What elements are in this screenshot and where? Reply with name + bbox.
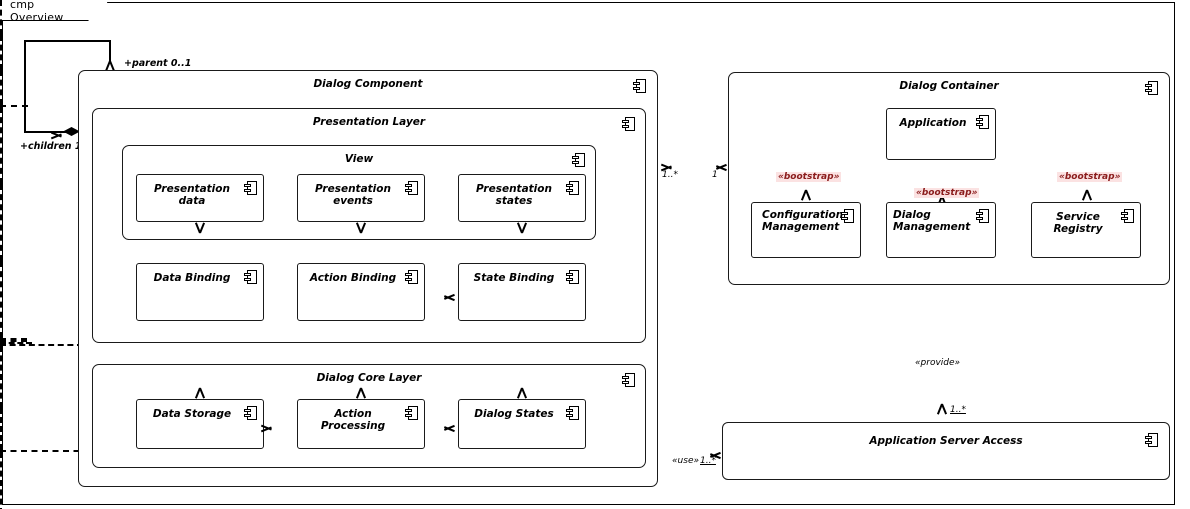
stereotype-bootstrap-config: «bootstrap»	[776, 172, 842, 182]
parent-label: +parent 0..1	[124, 58, 192, 69]
component-icon	[976, 115, 989, 129]
children-label: +children 1..*	[20, 141, 94, 152]
package-application-server-access-title: Application Server Access	[869, 435, 1023, 447]
package-application-server-access[interactable]: Application Server Access	[722, 422, 1170, 480]
component-action-binding-title: Action Binding	[309, 272, 397, 284]
component-state-binding[interactable]: State Binding	[458, 263, 586, 321]
dep-bootstrap-registry-v	[0, 452, 2, 509]
use-multiplicity: 1..*	[700, 456, 716, 466]
component-presentation-states[interactable]: Presentation states	[458, 174, 586, 222]
dep-dialog-component-to-dialog-container	[0, 342, 32, 344]
component-application-title: Application	[899, 117, 967, 129]
component-icon	[244, 270, 257, 284]
component-icon	[566, 270, 579, 284]
dep-action-processing-to-data-storage	[0, 338, 27, 340]
dep-state-binding-to-dialog-states	[0, 261, 2, 338]
dep-data-binding-to-data-storage	[0, 107, 2, 184]
dep-action-binding-to-state-binding	[0, 105, 28, 107]
dep-bootstrap-config-v	[0, 346, 2, 408]
component-icon	[244, 181, 257, 195]
component-icon	[244, 406, 257, 420]
component-action-binding[interactable]: Action Binding	[297, 263, 425, 321]
center-left-multiplicity: 1..*	[662, 170, 678, 180]
component-icon	[1121, 209, 1134, 223]
component-data-storage[interactable]: Data Storage	[136, 399, 264, 449]
frame-label: cmp Overview	[2, 2, 108, 21]
diagram-frame	[2, 2, 1175, 505]
dep-data-binding-to-presentation-data	[0, 0, 2, 35]
composition-diamond	[63, 127, 80, 136]
component-dialog-management[interactable]: Dialog Management	[886, 202, 996, 258]
selfassoc-down-segment	[109, 40, 111, 62]
component-icon	[566, 406, 579, 420]
component-data-binding[interactable]: Data Binding	[136, 263, 264, 321]
dep-bootstrap-dialogmgmt-v	[0, 408, 2, 450]
component-dialog-management-title: Dialog Management	[893, 209, 971, 233]
component-icon	[841, 209, 854, 223]
component-icon	[633, 79, 646, 93]
stereotype-use: «use»	[672, 456, 700, 466]
component-action-processing[interactable]: Action Processing	[297, 399, 425, 449]
component-application[interactable]: Application	[886, 108, 996, 160]
package-presentation-layer-title: Presentation Layer	[312, 116, 426, 128]
component-data-binding-title: Data Binding	[153, 272, 231, 284]
component-icon	[405, 406, 418, 420]
component-action-processing-title: Action Processing	[320, 408, 386, 432]
component-icon	[566, 181, 579, 195]
component-icon	[1145, 433, 1158, 447]
selfassoc-top-segment	[24, 40, 111, 42]
component-dialog-states[interactable]: Dialog States	[458, 399, 586, 449]
component-icon	[976, 209, 989, 223]
component-presentation-data[interactable]: Presentation data	[136, 174, 264, 222]
dep-bootstrap-config-h	[0, 344, 83, 346]
frame-label-text: cmp Overview	[10, 0, 64, 24]
component-state-binding-title: State Binding	[473, 272, 555, 284]
package-dialog-component-title: Dialog Component	[313, 78, 423, 90]
component-icon	[405, 181, 418, 195]
configuration-management-line2: Management	[762, 221, 840, 233]
package-view-title: View	[344, 153, 374, 165]
component-presentation-data-title: Presentation data	[154, 183, 230, 207]
component-icon	[622, 117, 635, 131]
component-configuration-management-title: Configuration Management	[752, 209, 860, 233]
configuration-management-line1: Configuration	[762, 209, 844, 221]
stereotype-bootstrap-registry: «bootstrap»	[1057, 172, 1123, 182]
center-right-multiplicity: 1	[712, 170, 718, 180]
component-presentation-events-title: Presentation events	[315, 183, 391, 207]
component-data-storage-title: Data Storage	[152, 408, 232, 420]
component-service-registry-title: Service Registry	[1053, 211, 1103, 235]
dep-action-binding-to-presentation-events	[0, 35, 2, 70]
component-configuration-management[interactable]: Configuration Management	[751, 202, 861, 258]
provide-multiplicity: 1..*	[950, 405, 966, 415]
stereotype-bootstrap-dialogmgmt: «bootstrap»	[914, 188, 980, 198]
component-presentation-events[interactable]: Presentation events	[297, 174, 425, 222]
component-icon	[405, 270, 418, 284]
package-dialog-core-layer-title: Dialog Core Layer	[316, 372, 422, 384]
children-segment	[24, 131, 74, 133]
component-service-registry[interactable]: Service Registry	[1031, 202, 1141, 258]
dep-bootstrap-registry-h	[0, 450, 90, 452]
dep-action-processing-to-dialog-states	[0, 340, 27, 342]
selfassoc-left-segment	[24, 40, 26, 132]
component-icon	[622, 373, 635, 387]
component-dialog-states-title: Dialog States	[474, 408, 554, 420]
component-presentation-states-title: Presentation states	[476, 183, 552, 207]
package-dialog-container-title: Dialog Container	[899, 80, 999, 92]
component-icon	[1145, 81, 1158, 95]
stereotype-provide: «provide»	[915, 358, 961, 368]
dep-state-binding-to-presentation-states	[0, 70, 2, 105]
component-icon	[572, 153, 585, 167]
dep-action-binding-to-action-processing	[0, 184, 2, 261]
